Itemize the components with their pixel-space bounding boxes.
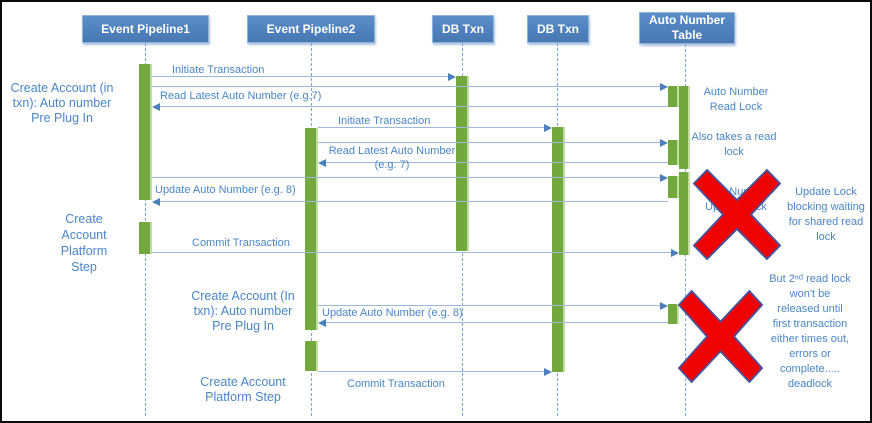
message-line-commit-transaction-2 [318,371,544,372]
arrowhead-right-icon [448,73,456,81]
message-label-read-latest-1: Read Latest Auto Number (e.g.7) [160,90,322,102]
arrowhead-left-icon [152,198,160,206]
message-line-initiate-transaction-1 [152,76,448,77]
header-label: Auto Number Table [649,13,725,42]
header-label: DB Txn [442,22,484,36]
message-line-read-request-1 [152,86,660,87]
annotation-read-lock: Auto Number Read Lock [703,86,769,113]
arrowhead-right-icon [544,368,552,376]
activation-db-txn-2 [552,127,565,372]
step-label-ep1-pre-plugin: Create Account (in txn): Auto number Pre… [10,81,114,125]
message-label-update-auto-1: Update Auto Number (e.g. 8) [155,184,296,196]
step-label-ep2-pre-plugin: Create Account (In txn): Auto number Pre… [191,289,295,333]
step-label-ep1-platform-step: Create Account Platform Step [60,212,108,274]
activation-ep2-txn [305,128,318,330]
header-label: DB Txn [537,22,579,36]
message-label-update-auto-2: Update Auto Number (e.g. 8) [322,307,463,319]
lock-bar-read-lock-1 [668,86,679,107]
message-line-commit-transaction-1 [152,252,671,253]
arrowhead-left-icon [318,319,326,327]
arrowhead-right-icon [660,174,668,182]
arrowhead-left-icon [152,103,160,111]
message-line-update-auto-1 [160,201,668,202]
message-line-initiate-transaction-2 [318,127,544,128]
arrowhead-right-icon [660,302,668,310]
arrowhead-right-icon [671,249,679,257]
header-event-pipeline2: Event Pipeline2 [247,15,375,43]
annotation-also-read-lock: Also takes a read lock [691,131,777,158]
message-line-read-request-2 [318,142,660,143]
message-label-initiate-transaction-1: Initiate Transaction [172,64,265,76]
error-cross-icon [693,169,781,260]
header-db-txn-2: DB Txn [527,15,589,43]
header-event-pipeline1: Event Pipeline1 [82,15,209,43]
activation-db-txn-1 [456,76,469,251]
message-label-read-latest-2: Read Latest Auto Number (e.g. 7) [328,145,456,171]
annotation-deadlock: But 2ⁿᵈ read lock won't be released unti… [769,273,851,390]
message-line-update-request-2 [318,305,660,306]
message-line-read-latest-1 [160,106,668,107]
message-line-update-request-1 [152,177,660,178]
activation-ep1-txn [139,64,152,200]
message-label-commit-transaction-1: Commit Transaction [192,237,290,249]
header-auto-number-table: Auto Number Table [639,12,735,44]
arrowhead-right-icon [660,83,668,91]
arrowhead-right-icon [660,139,668,147]
lock-bar-update-lock-attempt-2 [668,304,679,324]
message-line-read-latest-2 [326,162,668,163]
lock-bar-read-lock-2 [668,140,679,165]
header-label: Event Pipeline1 [101,22,190,36]
arrowhead-left-icon [318,159,326,167]
annotation-update-lock-blocking: Update Lock blocking waiting for shared … [787,186,865,243]
activation-auto-number-table-1 [679,86,690,169]
header-db-txn-1: DB Txn [432,15,494,43]
message-label-commit-transaction-2: Commit Transaction [347,378,445,390]
activation-ep2-platform-step [305,341,318,371]
message-line-update-auto-2 [326,322,668,323]
lock-bar-update-lock-attempt-1 [668,176,679,198]
header-label: Event Pipeline2 [266,22,356,36]
arrowhead-right-icon [544,124,552,132]
activation-ep1-platform-step [139,222,152,254]
activation-auto-number-table-2 [679,172,690,255]
error-cross-icon [678,290,763,383]
step-label-ep2-platform-step: Create Account Platform Step [200,375,286,404]
message-label-initiate-transaction-2: Initiate Transaction [338,115,431,127]
